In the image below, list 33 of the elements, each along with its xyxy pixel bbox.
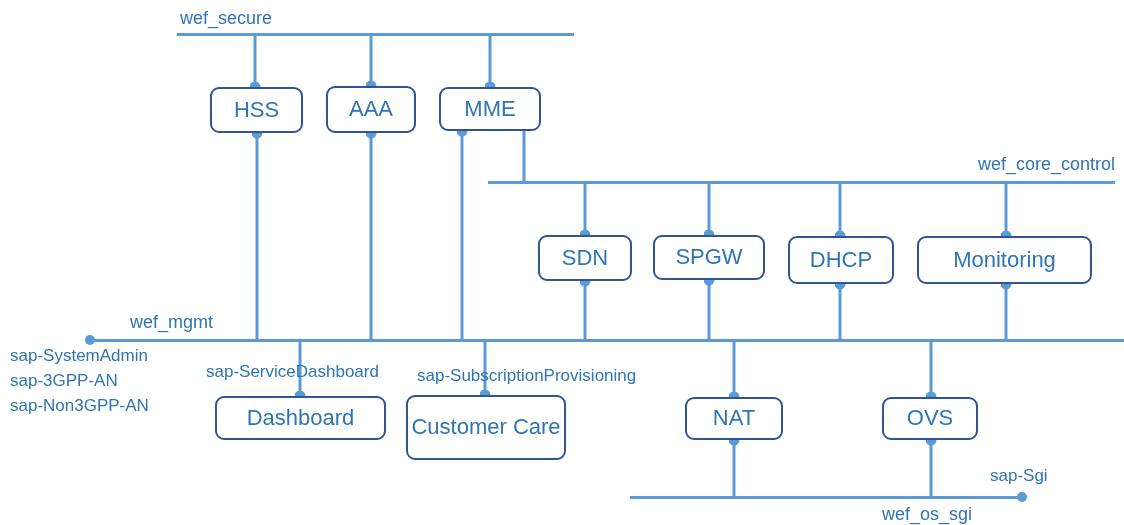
network-label: wef_secure bbox=[180, 8, 273, 29]
component-box bbox=[326, 86, 416, 133]
component-box bbox=[538, 235, 632, 281]
network-label: wef_core_control bbox=[977, 154, 1115, 175]
component-box bbox=[882, 397, 978, 440]
interface-label: sap-3GPP-AN bbox=[10, 371, 118, 391]
component-label: HSS bbox=[233, 96, 280, 124]
interface-label: sap-Sgi bbox=[990, 466, 1048, 486]
component-label: SDN bbox=[561, 244, 609, 272]
component-label: DHCP bbox=[809, 246, 873, 274]
component-box bbox=[685, 397, 783, 440]
component-box bbox=[788, 236, 894, 284]
component-label: MME bbox=[464, 95, 516, 123]
component-label: OVS bbox=[906, 405, 954, 432]
component-label: Dashboard bbox=[246, 404, 355, 432]
network-label: wef_os_sgi bbox=[882, 504, 973, 525]
component-label: SPGW bbox=[675, 244, 743, 271]
component-label: NAT bbox=[712, 405, 756, 432]
component-label: Customer Care bbox=[411, 414, 561, 441]
connector-line bbox=[522, 131, 526, 182]
component-label: Monitoring bbox=[953, 246, 1056, 274]
component-box bbox=[210, 87, 303, 133]
component-box bbox=[917, 236, 1092, 284]
network-bus bbox=[177, 8, 574, 36]
component-box bbox=[653, 235, 765, 280]
component-box bbox=[406, 395, 566, 460]
network-bus bbox=[488, 154, 1115, 184]
component-box bbox=[439, 87, 541, 131]
interface-label: sap-Non3GPP-AN bbox=[10, 396, 149, 416]
interface-label: sap-SystemAdmin bbox=[10, 346, 148, 366]
component-box bbox=[215, 396, 386, 440]
component-label: AAA bbox=[349, 96, 393, 123]
network-label: wef_mgmt bbox=[130, 312, 214, 333]
